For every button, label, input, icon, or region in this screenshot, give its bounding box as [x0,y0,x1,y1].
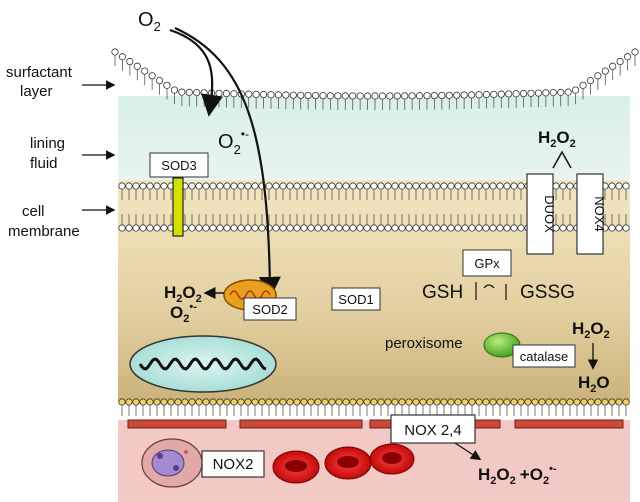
duox-label: DUOX [542,195,557,233]
nox4-box [576,173,604,255]
svg-text:surfactant: surfactant [6,64,73,81]
svg-text:cell: cell [22,203,45,220]
svg-text:fluid: fluid [30,155,58,172]
o2-to-mitochondrion-arrow [174,26,281,299]
gsh-label: GSH [422,282,463,303]
gssg-label: GSSG [520,282,575,303]
gpx-box [462,249,512,277]
sod1-label: SOD1 [338,292,373,307]
basement-bars [127,419,624,429]
svg-text:membrane: membrane [8,223,80,240]
o2-to-superoxide-arrow [169,28,223,117]
catalase-label: catalase [520,349,568,364]
nox2-box [201,450,265,478]
dna-strand [138,357,267,371]
mito-superoxide-label: O2•- [170,301,197,325]
red-blood-cell [272,450,320,484]
nucleus [129,335,277,393]
red-blood-cell [369,443,415,475]
immune-cell [141,438,203,488]
water-label: H2O [578,373,610,395]
mito-h2o2-label: H2O2 [164,283,202,305]
cell-membrane-label: cell membrane [8,203,80,240]
catalase-box [512,344,576,368]
duox-box [526,173,554,255]
svg-text:layer: layer [20,83,53,100]
nox24-label: NOX 2,4 [404,422,462,439]
duox-nox4-fork [552,150,572,169]
sod3-anchor [172,177,184,237]
basal-membrane [118,398,630,416]
gpx-label: GPx [474,256,500,271]
svg-text:lining: lining [30,135,65,152]
nox2-label: NOX2 [213,456,254,473]
lining-fluid-label: lining fluid [30,135,65,172]
gpx-reaction-arrows [475,282,507,300]
sod3-label: SOD3 [161,158,196,173]
sod3-box [149,152,209,178]
surfactant-layer [111,48,639,110]
sod1-box [331,287,381,311]
superoxide-label: O2•- [218,127,249,157]
red-blood-cell [324,446,372,480]
oxygen-label: O2 [138,9,161,34]
sod2-label: SOD2 [252,302,287,317]
nox24-arrow [454,442,482,461]
sod2-box [243,297,297,321]
nox4-label: NOX4 [592,196,607,231]
surfactant-label: surfactant layer [6,64,73,100]
nox-products-label: H2O2+O2•- [478,463,557,487]
duox-h2o2-label: H2O2 [538,128,576,150]
peroxisome-label: peroxisome [385,335,463,352]
catalase-h2o2-label: H2O2 [572,319,610,341]
nox24-box [390,414,476,444]
